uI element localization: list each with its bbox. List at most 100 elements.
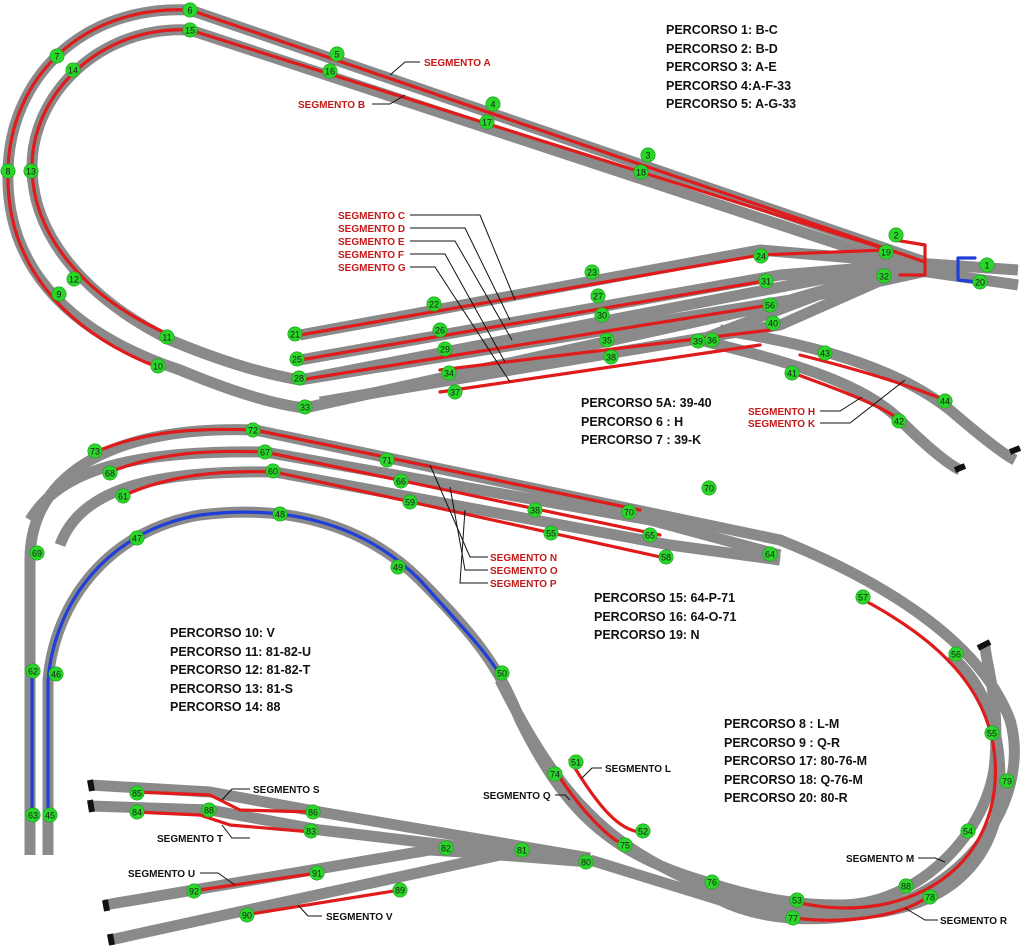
buffer-stop xyxy=(102,899,110,912)
node-label: 42 xyxy=(894,417,904,427)
node-21: 21 xyxy=(287,326,303,342)
node-label: 58 xyxy=(661,553,671,563)
node-label: 10 xyxy=(153,362,163,372)
node-marker xyxy=(753,248,769,264)
leader-segment-k xyxy=(820,379,906,424)
leader-segment-d xyxy=(410,227,511,321)
node-marker xyxy=(265,463,281,479)
node-marker xyxy=(49,48,65,64)
node-33: 33 xyxy=(297,399,313,415)
node-marker xyxy=(888,227,904,243)
node-label: 84 xyxy=(132,808,142,818)
node-84: 84 xyxy=(129,804,145,820)
node-label: 53 xyxy=(792,896,802,906)
node-label: 81 xyxy=(517,846,527,856)
node-64: 64 xyxy=(762,546,778,562)
node-marker xyxy=(390,559,406,575)
node-marker xyxy=(765,315,781,331)
node-label: 65 xyxy=(645,531,655,541)
segment-label-o: SEGMENTO O xyxy=(490,566,558,577)
node-label: 39 xyxy=(693,337,703,347)
node-marker xyxy=(999,773,1015,789)
node-2: 2 xyxy=(888,227,904,243)
node-63: 63 xyxy=(25,807,41,823)
node-marker xyxy=(289,351,305,367)
node-marker xyxy=(303,823,319,839)
node-marker xyxy=(272,506,288,522)
node-marker xyxy=(48,666,64,682)
node-label: 43 xyxy=(820,349,830,359)
segment-o-path xyxy=(108,449,662,537)
leader-lines xyxy=(200,61,946,921)
node-marker xyxy=(201,802,217,818)
node-label: 35 xyxy=(602,336,612,346)
node-label: 23 xyxy=(587,268,597,278)
node-label: 76 xyxy=(707,878,717,888)
node-label: 73 xyxy=(90,447,100,457)
node-label: 14 xyxy=(68,66,78,76)
segment-label-l: SEGMENTO L xyxy=(605,764,671,775)
node-label: 83 xyxy=(306,827,316,837)
segment-overlays xyxy=(6,8,998,922)
node-marker xyxy=(129,530,145,546)
node-marker xyxy=(922,889,938,905)
node-marker xyxy=(984,725,1000,741)
node-marker xyxy=(584,264,600,280)
node-12: 12 xyxy=(66,271,82,287)
node-label: 2 xyxy=(893,231,898,241)
segment-v-path xyxy=(243,888,402,917)
node-48: 48 xyxy=(272,506,288,522)
node-52: 52 xyxy=(635,823,651,839)
node-marker xyxy=(25,807,41,823)
leader-segment-n xyxy=(429,464,488,558)
node-marker xyxy=(66,271,82,287)
leader-segment-r xyxy=(904,907,938,921)
node-label: 37 xyxy=(450,388,460,398)
leader-segment-s xyxy=(221,788,250,801)
node-86: 86 xyxy=(305,804,321,820)
node-marker xyxy=(568,754,584,770)
node-77: 77 xyxy=(785,910,801,926)
node-75: 75 xyxy=(617,837,633,853)
node-marker xyxy=(65,62,81,78)
node-marker xyxy=(87,443,103,459)
node-marker xyxy=(402,494,418,510)
node-57: 57 xyxy=(855,589,871,605)
node-label: 88 xyxy=(204,806,214,816)
node-marker xyxy=(758,273,774,289)
node-67: 67 xyxy=(257,444,273,460)
node-34: 34 xyxy=(441,365,457,381)
node-marker xyxy=(578,854,594,870)
segment-s-path xyxy=(133,790,314,814)
node-label: 54 xyxy=(963,827,973,837)
node-56: 56 xyxy=(948,646,964,662)
route-entry: PERCORSO 20: 80-R xyxy=(724,791,848,806)
node-marker xyxy=(438,840,454,856)
leader-segment-g xyxy=(410,266,511,383)
node-4: 4 xyxy=(485,96,501,112)
node-marker xyxy=(186,883,202,899)
node-55: 55 xyxy=(543,525,559,541)
leader-segment-m xyxy=(918,857,946,863)
node-label: 17 xyxy=(482,118,492,128)
node-label: 70 xyxy=(624,508,634,518)
node-marker xyxy=(658,549,674,565)
node-label: 61 xyxy=(118,492,128,502)
node-marker xyxy=(159,329,175,345)
node-35: 35 xyxy=(599,332,615,348)
segment-label-m: SEGMENTO M xyxy=(846,854,914,865)
node-label: 9 xyxy=(56,290,61,300)
node-marker xyxy=(762,546,778,562)
node-42: 42 xyxy=(891,413,907,429)
node-label: 79 xyxy=(1002,777,1012,787)
node-label: 21 xyxy=(290,330,300,340)
segment-k-path xyxy=(788,370,902,422)
node-label: 51 xyxy=(571,758,581,768)
node-label: 50 xyxy=(497,669,507,679)
node-marker xyxy=(245,422,261,438)
node-label: 32 xyxy=(879,272,889,282)
route-entry: PERCORSO 9 : Q-R xyxy=(724,735,840,750)
node-label: 38 xyxy=(530,506,540,516)
leader-segment-q xyxy=(555,794,571,801)
